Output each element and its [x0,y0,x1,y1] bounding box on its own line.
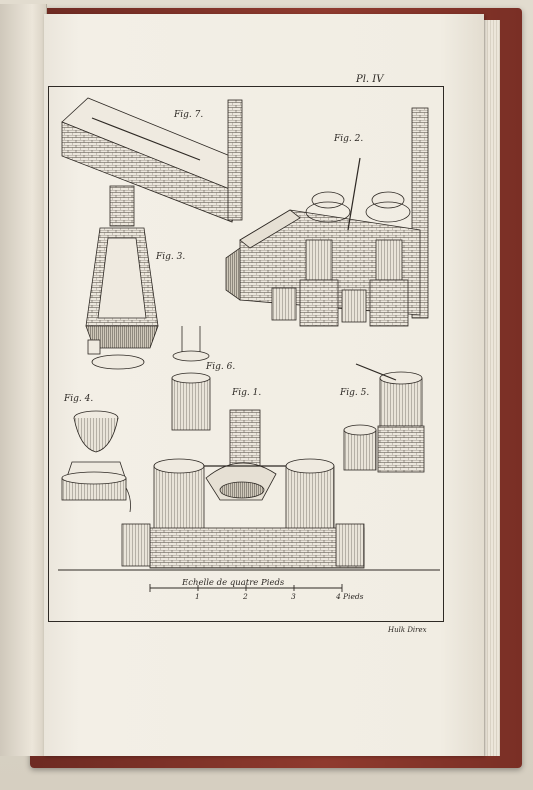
label-fig-7: Fig. 7. [174,110,204,120]
label-fig-6: Fig. 6. [206,362,236,372]
left-page [0,4,47,756]
scale-tick-4: 4 [336,592,341,601]
scale-tick-1: 1 [195,592,200,601]
label-fig-4: Fig. 4. [64,394,94,404]
engraver-signature: Hulk Direx [388,626,427,634]
figure-7-trough [61,97,243,223]
figure-6-vessel [171,326,211,431]
scale-tick-2: 2 [243,592,248,601]
scale-tick-3: 3 [291,592,296,601]
label-fig-1: Fig. 1. [232,388,262,398]
figure-5-apparatus [343,363,425,473]
figure-4-vessel [61,410,131,513]
figure-2-furnace [225,107,429,327]
label-fig-5: Fig. 5. [340,388,370,398]
plate-frame [48,86,444,622]
scale-bar [149,584,343,592]
scale-caption: Echelle de quatre Pieds [182,578,285,588]
label-fig-2: Fig. 2. [334,134,364,144]
scale-unit: Pieds [343,592,364,601]
figure-3-furnace [85,185,159,370]
figure-1-still [121,409,365,569]
plate-number: Pl. IV [356,74,384,85]
label-fig-3: Fig. 3. [156,252,186,262]
page-edges [482,20,500,756]
